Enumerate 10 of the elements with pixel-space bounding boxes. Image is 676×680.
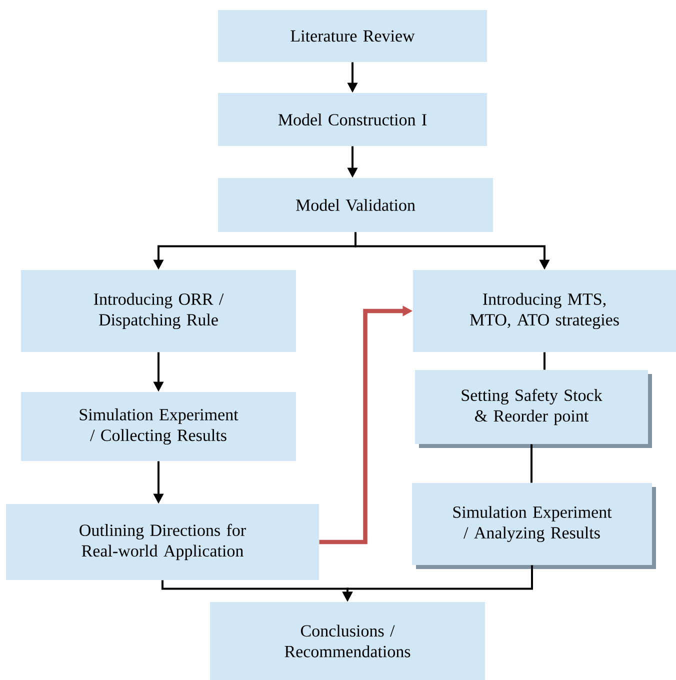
process-box: Model Validation — [218, 178, 493, 232]
process-box: Simulation Experiment / Analyzing Results — [412, 483, 656, 569]
process-box: Introducing MTS, MTO, ATO strategies — [413, 270, 676, 352]
process-box: Literature Review — [218, 10, 487, 62]
process-box: Introducing ORR / Dispatching Rule — [21, 270, 296, 352]
process-box: Outlining Directions for Real-world Application — [6, 504, 319, 580]
process-box: Simulation Experiment / Collecting Results — [21, 392, 296, 461]
process-box: Conclusions / Recommendations — [210, 602, 485, 680]
process-box: Model Construction I — [218, 93, 487, 146]
process-box: Setting Safety Stock & Reorder point — [415, 370, 652, 448]
